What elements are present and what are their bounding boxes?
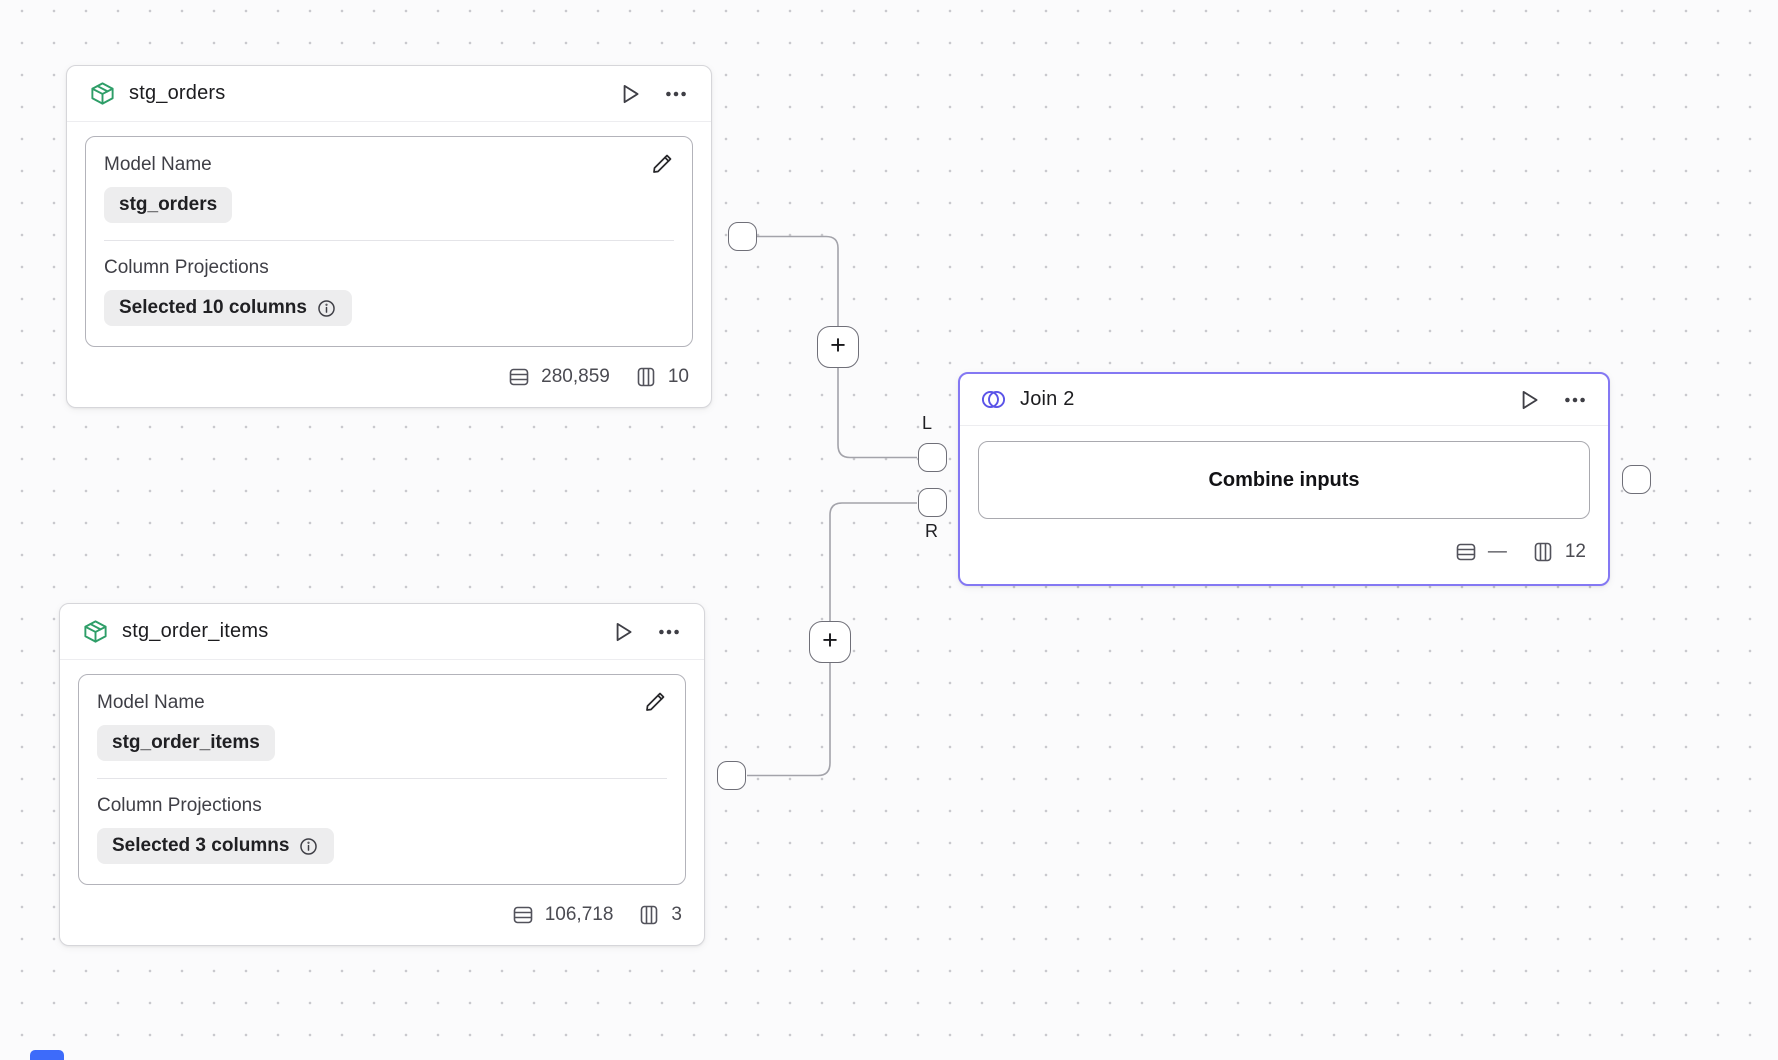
row-count-stat: —: [1454, 540, 1507, 564]
column-count-stat: 3: [637, 903, 682, 927]
header-actions: [610, 619, 682, 645]
run-node-button[interactable]: [1516, 387, 1542, 413]
node-join-header: Join 2: [960, 374, 1608, 426]
node-title: stg_order_items: [122, 620, 269, 642]
venn-circles-icon: [980, 386, 1007, 413]
port-label-right: R: [925, 521, 938, 541]
column-projections-badge[interactable]: Selected 10 columns: [104, 290, 352, 326]
row-count-stat: 106,718: [511, 903, 614, 927]
table-rows-icon: [511, 903, 535, 927]
node-stats: 280,859 10: [67, 347, 711, 407]
column-projections-badge[interactable]: Selected 3 columns: [97, 828, 335, 864]
column-projections-value: Selected 3 columns: [112, 835, 290, 856]
node-stg-order-items-header: stg_order_items: [60, 604, 704, 660]
column-count-stat: 12: [1531, 540, 1586, 564]
edit-model-name-button[interactable]: [643, 690, 667, 714]
add-node-on-edge-button-top[interactable]: +: [817, 326, 859, 368]
port-stg-orders-output[interactable]: [728, 222, 757, 251]
node-menu-button[interactable]: [656, 619, 682, 645]
play-icon: [610, 619, 636, 645]
node-stats: — 12: [960, 519, 1608, 584]
port-join-output[interactable]: [1622, 465, 1651, 494]
pencil-icon: [643, 690, 667, 714]
play-icon: [1516, 387, 1542, 413]
node-title: Join 2: [1020, 388, 1075, 410]
pencil-icon: [650, 152, 674, 176]
node-menu-button[interactable]: [1562, 387, 1588, 413]
port-label-left: L: [922, 413, 933, 433]
node-stg-orders-header: stg_orders: [67, 66, 711, 122]
model-name-value: stg_order_items: [112, 732, 260, 753]
header-actions: [1516, 387, 1588, 413]
ellipsis-icon: [663, 81, 689, 107]
ellipsis-icon: [1562, 387, 1588, 413]
node-config-panel: Model Name stg_order_items Column Projec…: [78, 674, 686, 885]
model-name-badge: stg_order_items: [97, 725, 275, 761]
node-join-2[interactable]: Join 2 Combine inputs: [958, 372, 1610, 586]
edit-model-name-button[interactable]: [650, 152, 674, 176]
header-actions: [617, 81, 689, 107]
row-count-value: 280,859: [541, 366, 610, 387]
table-rows-icon: [1454, 540, 1478, 564]
column-count-value: 10: [667, 366, 689, 387]
node-stg-orders[interactable]: stg_orders Model Name: [66, 65, 712, 408]
model-name-value: stg_orders: [119, 194, 218, 215]
info-circle-icon[interactable]: [298, 836, 319, 857]
cube-icon: [82, 618, 109, 645]
table-rows-icon: [507, 365, 531, 389]
column-count-stat: 10: [634, 365, 689, 389]
bottom-left-blue-indicator: [30, 1050, 64, 1060]
row-count-value: —: [1487, 540, 1507, 562]
combine-inputs-button[interactable]: Combine inputs: [978, 441, 1590, 519]
port-join-right-input[interactable]: [918, 488, 947, 517]
play-icon: [617, 81, 643, 107]
panel-divider: [97, 778, 667, 779]
run-node-button[interactable]: [610, 619, 636, 645]
ellipsis-icon: [656, 619, 682, 645]
column-projections-value: Selected 10 columns: [119, 297, 307, 318]
column-count-value: 3: [671, 904, 682, 925]
row-count-value: 106,718: [544, 904, 614, 925]
model-name-label: Model Name: [104, 154, 212, 175]
node-stats: 106,718 3: [60, 885, 704, 945]
table-columns-icon: [1531, 540, 1555, 564]
add-node-on-edge-button-bottom[interactable]: +: [809, 621, 851, 663]
column-projections-label: Column Projections: [104, 257, 269, 278]
row-count-stat: 280,859: [507, 365, 610, 389]
panel-divider: [104, 240, 674, 241]
port-join-left-input[interactable]: [918, 443, 947, 472]
run-node-button[interactable]: [617, 81, 643, 107]
cube-icon: [89, 80, 116, 107]
info-circle-icon[interactable]: [316, 298, 337, 319]
node-menu-button[interactable]: [663, 81, 689, 107]
model-name-label: Model Name: [97, 692, 205, 713]
table-columns-icon: [637, 903, 661, 927]
node-config-panel: Model Name stg_orders Column Projections…: [85, 136, 693, 347]
table-columns-icon: [634, 365, 658, 389]
column-count-value: 12: [1564, 540, 1586, 562]
column-projections-label: Column Projections: [97, 795, 262, 816]
node-stg-order-items[interactable]: stg_order_items Model Name: [59, 603, 705, 946]
node-title: stg_orders: [129, 82, 226, 104]
port-stg-order-items-output[interactable]: [717, 761, 746, 790]
model-name-badge: stg_orders: [104, 187, 233, 223]
